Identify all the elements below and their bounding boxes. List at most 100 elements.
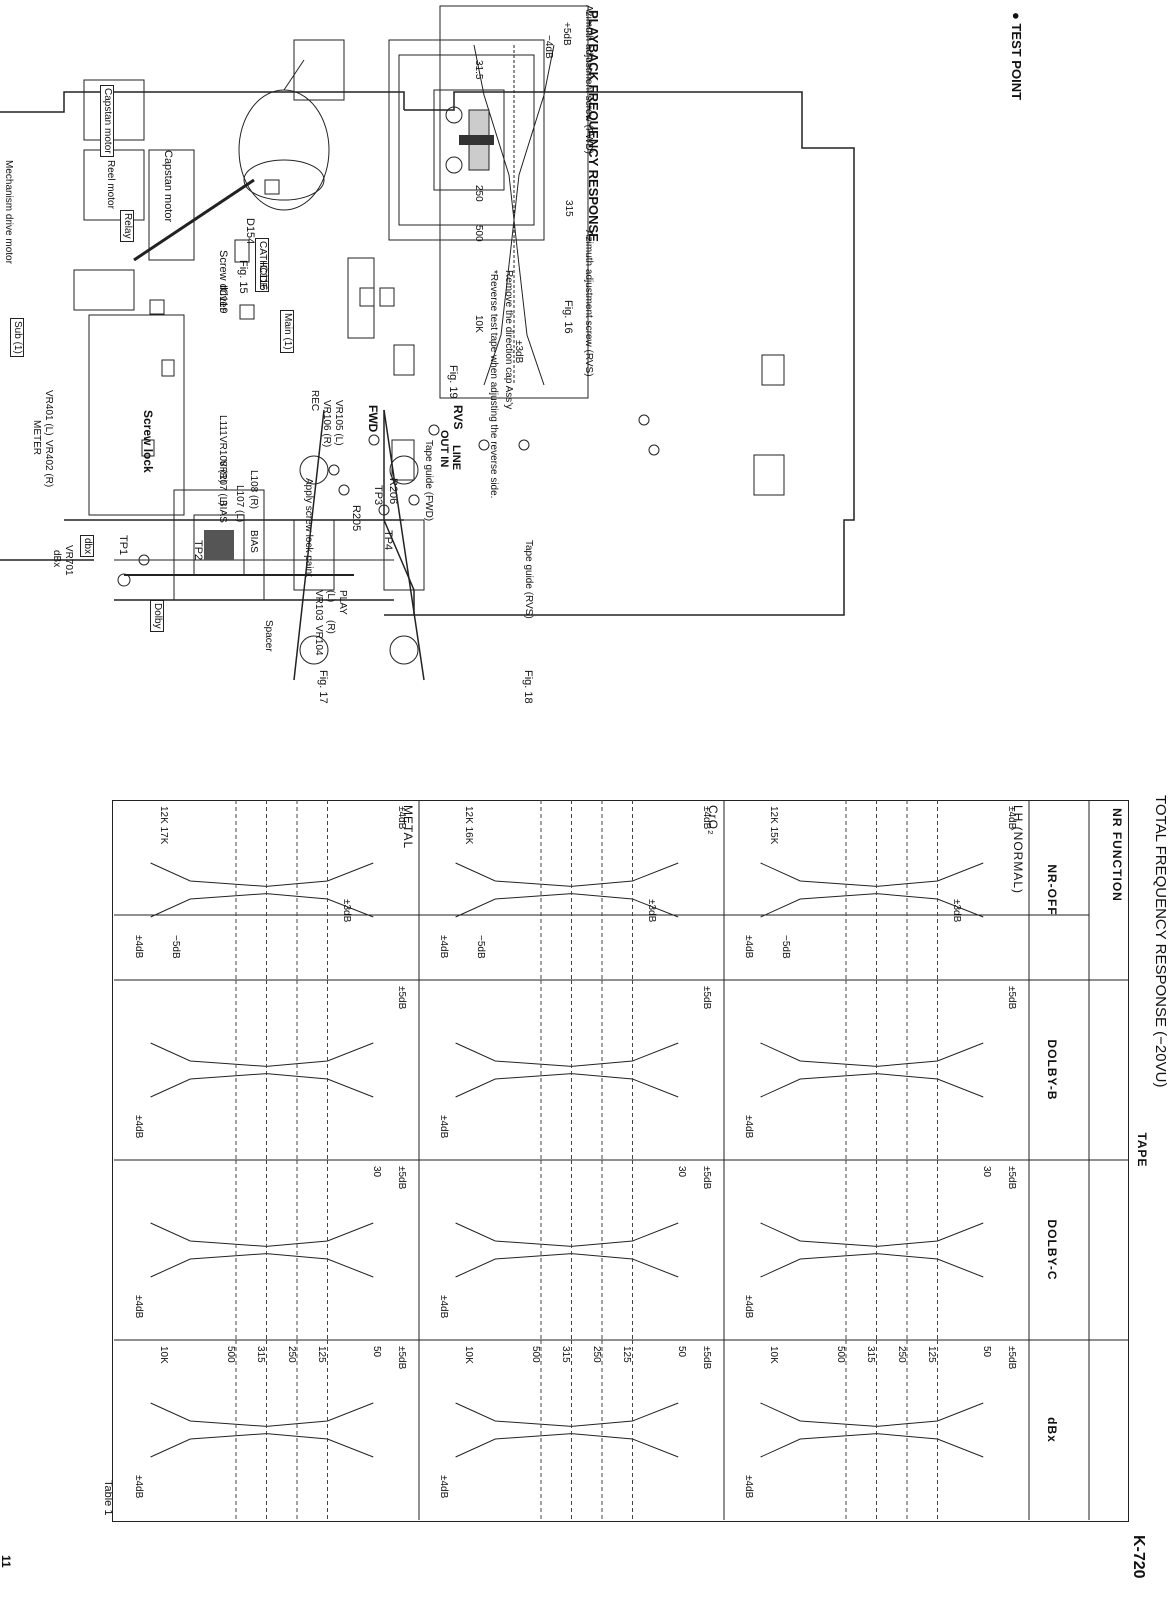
freq-0-3-1: 125 [621,1346,633,1363]
fig19-freq-5: 10K [473,315,484,333]
freq-3-3-0: 500 [835,1346,846,1363]
freq-3-3-1: 500 [530,1346,541,1363]
fig18-drawing [293,409,425,681]
tol-top-left-2-2: ±5dB [396,1166,407,1190]
freq-0-3-0: 125 [926,1346,938,1363]
fig18-rvs: RVS [451,405,465,430]
tol-top-right-0-2: ±4dB [133,935,145,959]
tol-bottom-right-0-1: −5dB [475,935,487,959]
response-envelope-3-1 [455,1340,679,1520]
freq-1-3-1: 250 [591,1346,602,1363]
fig16-reverse-note: *Reverse test tape when adjusting the re… [488,270,499,499]
tol-top-left-0-2: ±4dB [396,806,407,830]
fig15-screw-driver: Screw driver [217,250,229,312]
response-envelope-1-1 [455,980,679,1160]
tol-top-right-1-1: ±4dB [438,1115,450,1139]
tol-top-right-1-0: ±4dB [743,1115,755,1139]
vr701-dbx-label: dBx [51,550,62,568]
tol-top-left-0-1: ±4dB [701,806,712,830]
sub-board-label: Sub (1) [10,318,24,357]
freq-left-2-1: 30 [676,1166,688,1178]
tape-header: TAPE [1135,1132,1149,1168]
tol-bottom-right-0-2: −5dB [170,935,182,959]
freq-right-0-0: 12K 15K [767,806,779,845]
tol-top-left-3-2: ±5dB [396,1346,407,1370]
row-label-0: NR-OFF [1045,864,1059,916]
fig19-tol-plus: +5dB [561,22,572,46]
freq-right-0-1: 12K 16K [462,806,474,845]
tol-top-left-3-1: ±5dB [701,1346,712,1370]
fig15-capstan-drawing [133,39,345,262]
response-envelope-3-0 [760,1340,984,1520]
fig17-title: Screw lock [141,410,155,473]
tol-top-right-3-0: ±4dB [743,1475,755,1499]
tol-top-mid-0-1: ±3dB [645,899,657,923]
tol-top-right-2-1: ±4dB [438,1295,450,1319]
row-label-2: DOLBY-C [1045,1219,1059,1281]
freq-3-3-2: 500 [225,1346,236,1363]
test-point-diagram [0,79,855,616]
response-envelope-2-2 [150,1160,374,1340]
meter-label: METER [31,420,42,455]
dbx-board-label: dbx [80,535,94,558]
response-envelope-1-2 [150,980,374,1160]
fig16-azimuth-rvs: Azimuth adjustment screw (RVS) [583,230,594,377]
response-envelope-1-0 [760,980,984,1160]
freq-0-3-2: 125 [316,1346,328,1363]
freq-left-3-1: 50 [676,1346,688,1358]
freq-right-3-1: 10K [462,1346,474,1364]
response-envelope-2-0 [760,1160,984,1340]
tol-top-right-2-0: ±4dB [743,1295,755,1319]
response-envelope-0-1 [455,800,679,980]
tol-top-right-0-1: ±4dB [438,935,450,959]
fig16-label: Fig. 16 [562,300,574,334]
fig19-freq-3: 315 [563,200,574,217]
fig15-capstan-motor: Capstan motor [162,150,174,223]
fig15-label: Fig. 15 [237,260,249,294]
freq-left-2-2: 30 [371,1166,383,1178]
table-title: TOTAL FREQUENCY RESPONSE (−20VU) [1152,795,1169,1088]
tol-top-left-1-1: ±5dB [701,986,712,1010]
freq-left-3-0: 50 [981,1346,993,1358]
response-envelope-3-2 [150,1340,374,1520]
mech-motor-label: Mechanism drive motor [3,160,14,264]
freq-right-3-2: 10K [157,1346,169,1364]
vr402-label: VR402 (R) [43,440,54,488]
vr701-label: VR701 [63,545,74,576]
fig17-drawing [173,489,265,601]
freq-right-3-0: 10K [767,1346,779,1364]
row-label-1: DOLBY-B [1045,1039,1059,1101]
fig18-guide-rvs: Tape guide (RVS) [523,540,534,619]
fig18-fwd: FWD [366,405,380,433]
fig16-deck-drawing [388,39,545,241]
freq-left-3-2: 50 [371,1346,383,1358]
tol-top-left-3-0: ±5dB [1006,1346,1017,1370]
tol-top-right-3-2: ±4dB [133,1475,145,1499]
tol-top-right-1-2: ±4dB [133,1115,145,1139]
tol-top-mid-0-0: ±3dB [950,899,962,923]
tol-top-right-3-1: ±4dB [438,1475,450,1499]
model-label: K-720 [1130,1535,1147,1579]
freq-2-3-1: 315 [560,1346,572,1363]
tol-top-mid-0-2: ±3dB [340,899,352,923]
fig16-azimuth-fwd: Azimuth adjustment screw (FWD) [583,5,594,154]
response-envelope-2-1 [455,1160,679,1340]
table-lines [114,800,1129,1520]
tol-top-left-1-0: ±5dB [1006,986,1017,1010]
freq-1-3-2: 250 [286,1346,297,1363]
main-board-label: Main (1) [280,310,294,353]
tol-top-right-0-0: ±4dB [743,935,755,959]
tol-bottom-right-0-0: −5dB [780,935,792,959]
tol-top-left-0-0: ±4dB [1006,806,1017,830]
tol-top-left-2-1: ±5dB [701,1166,712,1190]
page-mark: 11 [0,1555,13,1568]
row-label-3: dBx [1045,1417,1059,1443]
freq-2-3-0: 315 [865,1346,877,1363]
response-envelope-0-0 [760,800,984,980]
l111-label: L111 [217,415,228,436]
tol-top-right-2-2: ±4dB [133,1295,145,1319]
freq-left-2-0: 30 [981,1166,993,1178]
tol-top-left-1-2: ±5dB [396,986,407,1010]
